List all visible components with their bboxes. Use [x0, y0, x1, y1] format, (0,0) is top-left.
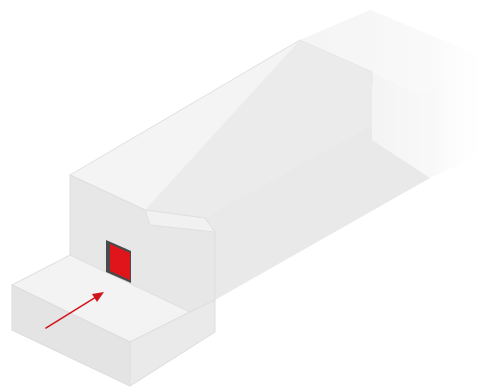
step-right-face [129, 299, 216, 387]
block-right-face-lower [205, 125, 430, 300]
block-step-ledge [144, 209, 217, 233]
arrow-icon [45, 292, 104, 329]
block-tail-top-fade [300, 10, 491, 95]
square-opening-icon [106, 240, 131, 283]
